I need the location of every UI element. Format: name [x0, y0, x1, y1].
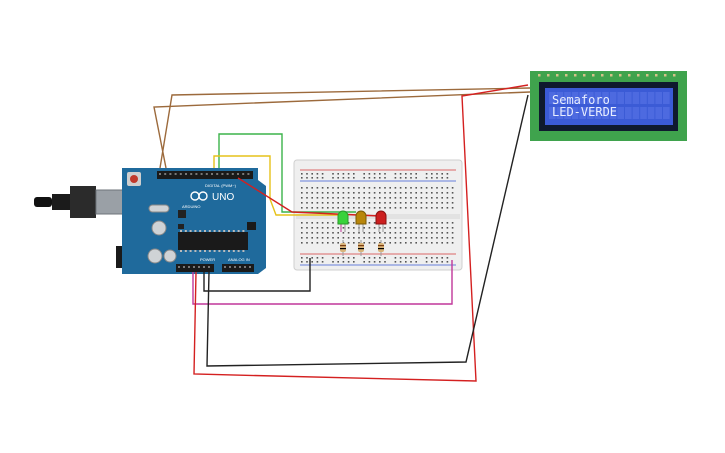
resistor[interactable]	[340, 240, 346, 256]
atmega-chip	[178, 232, 248, 250]
arduino-uno-board[interactable]: DIGITAL (PWM~) UNO ARDUINO POWER ANALOG …	[34, 168, 266, 274]
digital-header	[157, 171, 253, 179]
capacitor	[147, 248, 163, 264]
lcd-16x2[interactable]: Semaforo LED-VERDE	[530, 71, 687, 141]
arduino-logo	[190, 191, 208, 201]
yellow-led[interactable]	[355, 210, 367, 232]
uno-label: UNO	[212, 192, 234, 203]
lcd-line-1: Semaforo	[552, 93, 610, 107]
wire-red[interactable]	[237, 177, 381, 217]
red-led[interactable]	[375, 210, 387, 232]
usb-cable	[34, 197, 52, 207]
resistors	[340, 240, 384, 256]
analog-label: ANALOG IN	[228, 257, 250, 262]
lcd-line-2: LED-VERDE	[552, 105, 617, 119]
crystal	[148, 204, 170, 213]
wire-black-lcd[interactable]	[206, 94, 529, 367]
resistor[interactable]	[378, 240, 384, 256]
wire-brown[interactable]	[153, 91, 531, 169]
wire-magenta[interactable]	[192, 260, 453, 305]
wires	[153, 84, 531, 382]
resistor[interactable]	[358, 240, 364, 256]
wire-brown[interactable]	[159, 87, 531, 169]
power-label: POWER	[200, 257, 215, 262]
capacitor	[151, 220, 167, 236]
breadboard-holes	[301, 173, 454, 263]
wire-yellow[interactable]	[213, 155, 341, 216]
arduino-brand-label: ARDUINO	[182, 204, 200, 209]
wire-black[interactable]	[203, 258, 311, 292]
wire-red-lcd[interactable]	[193, 84, 529, 382]
icsp-header	[247, 222, 256, 230]
capacitor	[163, 249, 177, 263]
digital-label: DIGITAL (PWM~)	[205, 183, 237, 188]
green-led[interactable]	[337, 210, 349, 232]
analog-header	[222, 264, 254, 272]
leds	[337, 210, 387, 232]
